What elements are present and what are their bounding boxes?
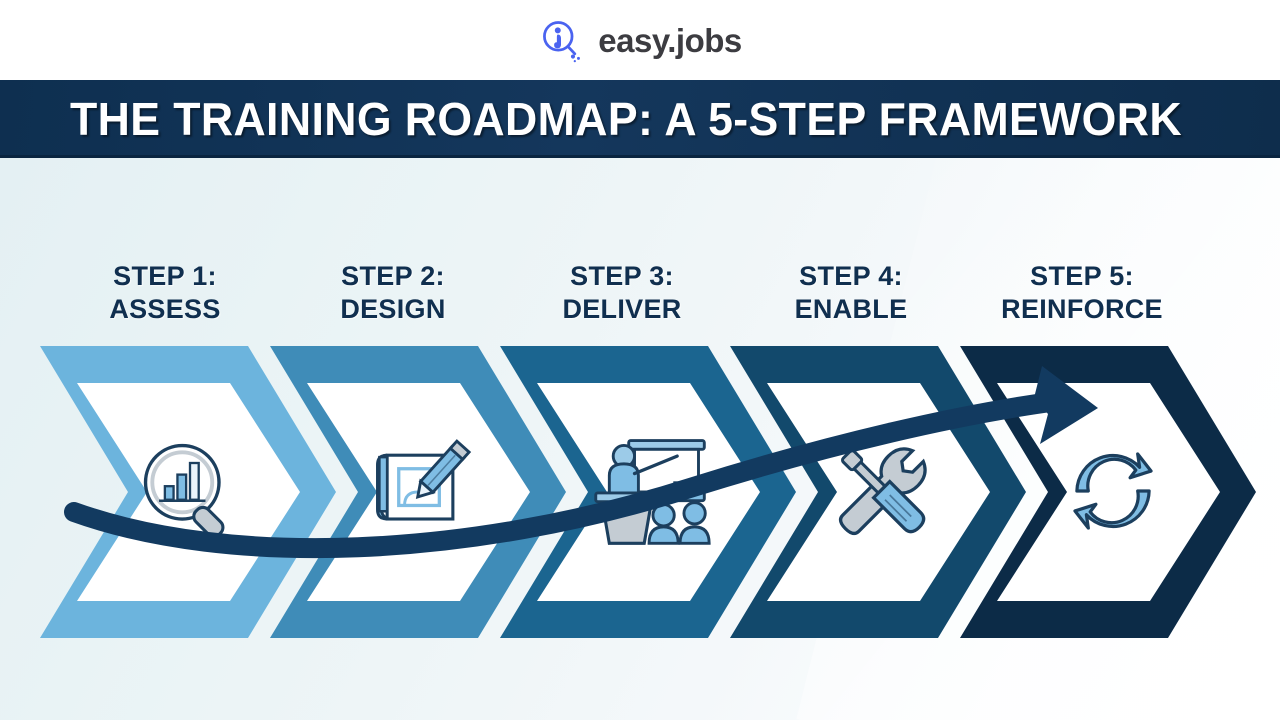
wrench-screwdriver-icon <box>838 447 927 536</box>
step-labels-row: STEP 1: ASSESS STEP 2: DESIGN STEP 3: DE… <box>0 262 1280 344</box>
magnifier-person-icon <box>543 21 581 63</box>
circular-refresh-arrows-icon <box>1073 452 1153 530</box>
diagram-canvas: STEP 1: ASSESS STEP 2: DESIGN STEP 3: DE… <box>0 158 1280 720</box>
step-5-name: REINFORCE <box>1001 293 1163 324</box>
magnifier-bar-chart-icon <box>143 443 225 539</box>
step-5-icon-wrap <box>1056 434 1170 548</box>
brand-bar: easy.jobs <box>0 0 1280 80</box>
step-3-name: DELIVER <box>562 293 682 324</box>
brand-name: easy.jobs <box>598 21 742 59</box>
step-2-icon-wrap <box>362 432 478 548</box>
step-2-title: STEP 2: <box>341 261 445 291</box>
step-3-title: STEP 3: <box>570 261 674 291</box>
chevron-step-5[interactable] <box>960 346 1260 638</box>
presenter-podium-audience-icon <box>594 439 711 545</box>
step-1-icon-wrap <box>132 434 248 550</box>
step-2-name: DESIGN <box>340 293 446 324</box>
step-label-5: STEP 5: REINFORCE <box>967 262 1197 323</box>
title-banner: THE TRAINING ROADMAP: A 5-STEP FRAMEWORK <box>0 80 1280 158</box>
step-5-title: STEP 5: <box>1030 261 1134 291</box>
step-label-1: STEP 1: ASSESS <box>50 262 280 323</box>
chevron-flow <box>0 346 1280 646</box>
step-4-icon-wrap <box>826 434 940 548</box>
step-label-2: STEP 2: DESIGN <box>278 262 508 323</box>
step-4-name: ENABLE <box>794 293 908 324</box>
step-4-title: STEP 4: <box>799 261 903 291</box>
page-title: THE TRAINING ROADMAP: A 5-STEP FRAMEWORK <box>70 93 1183 145</box>
blueprint-pencil-icon <box>376 439 472 521</box>
step-label-3: STEP 3: DELIVER <box>507 262 737 323</box>
step-1-name: ASSESS <box>109 293 221 324</box>
step-1-title: STEP 1: <box>113 261 217 291</box>
step-3-icon-wrap <box>588 430 714 552</box>
easy-jobs-logo <box>538 17 584 63</box>
step-label-4: STEP 4: ENABLE <box>736 262 966 323</box>
